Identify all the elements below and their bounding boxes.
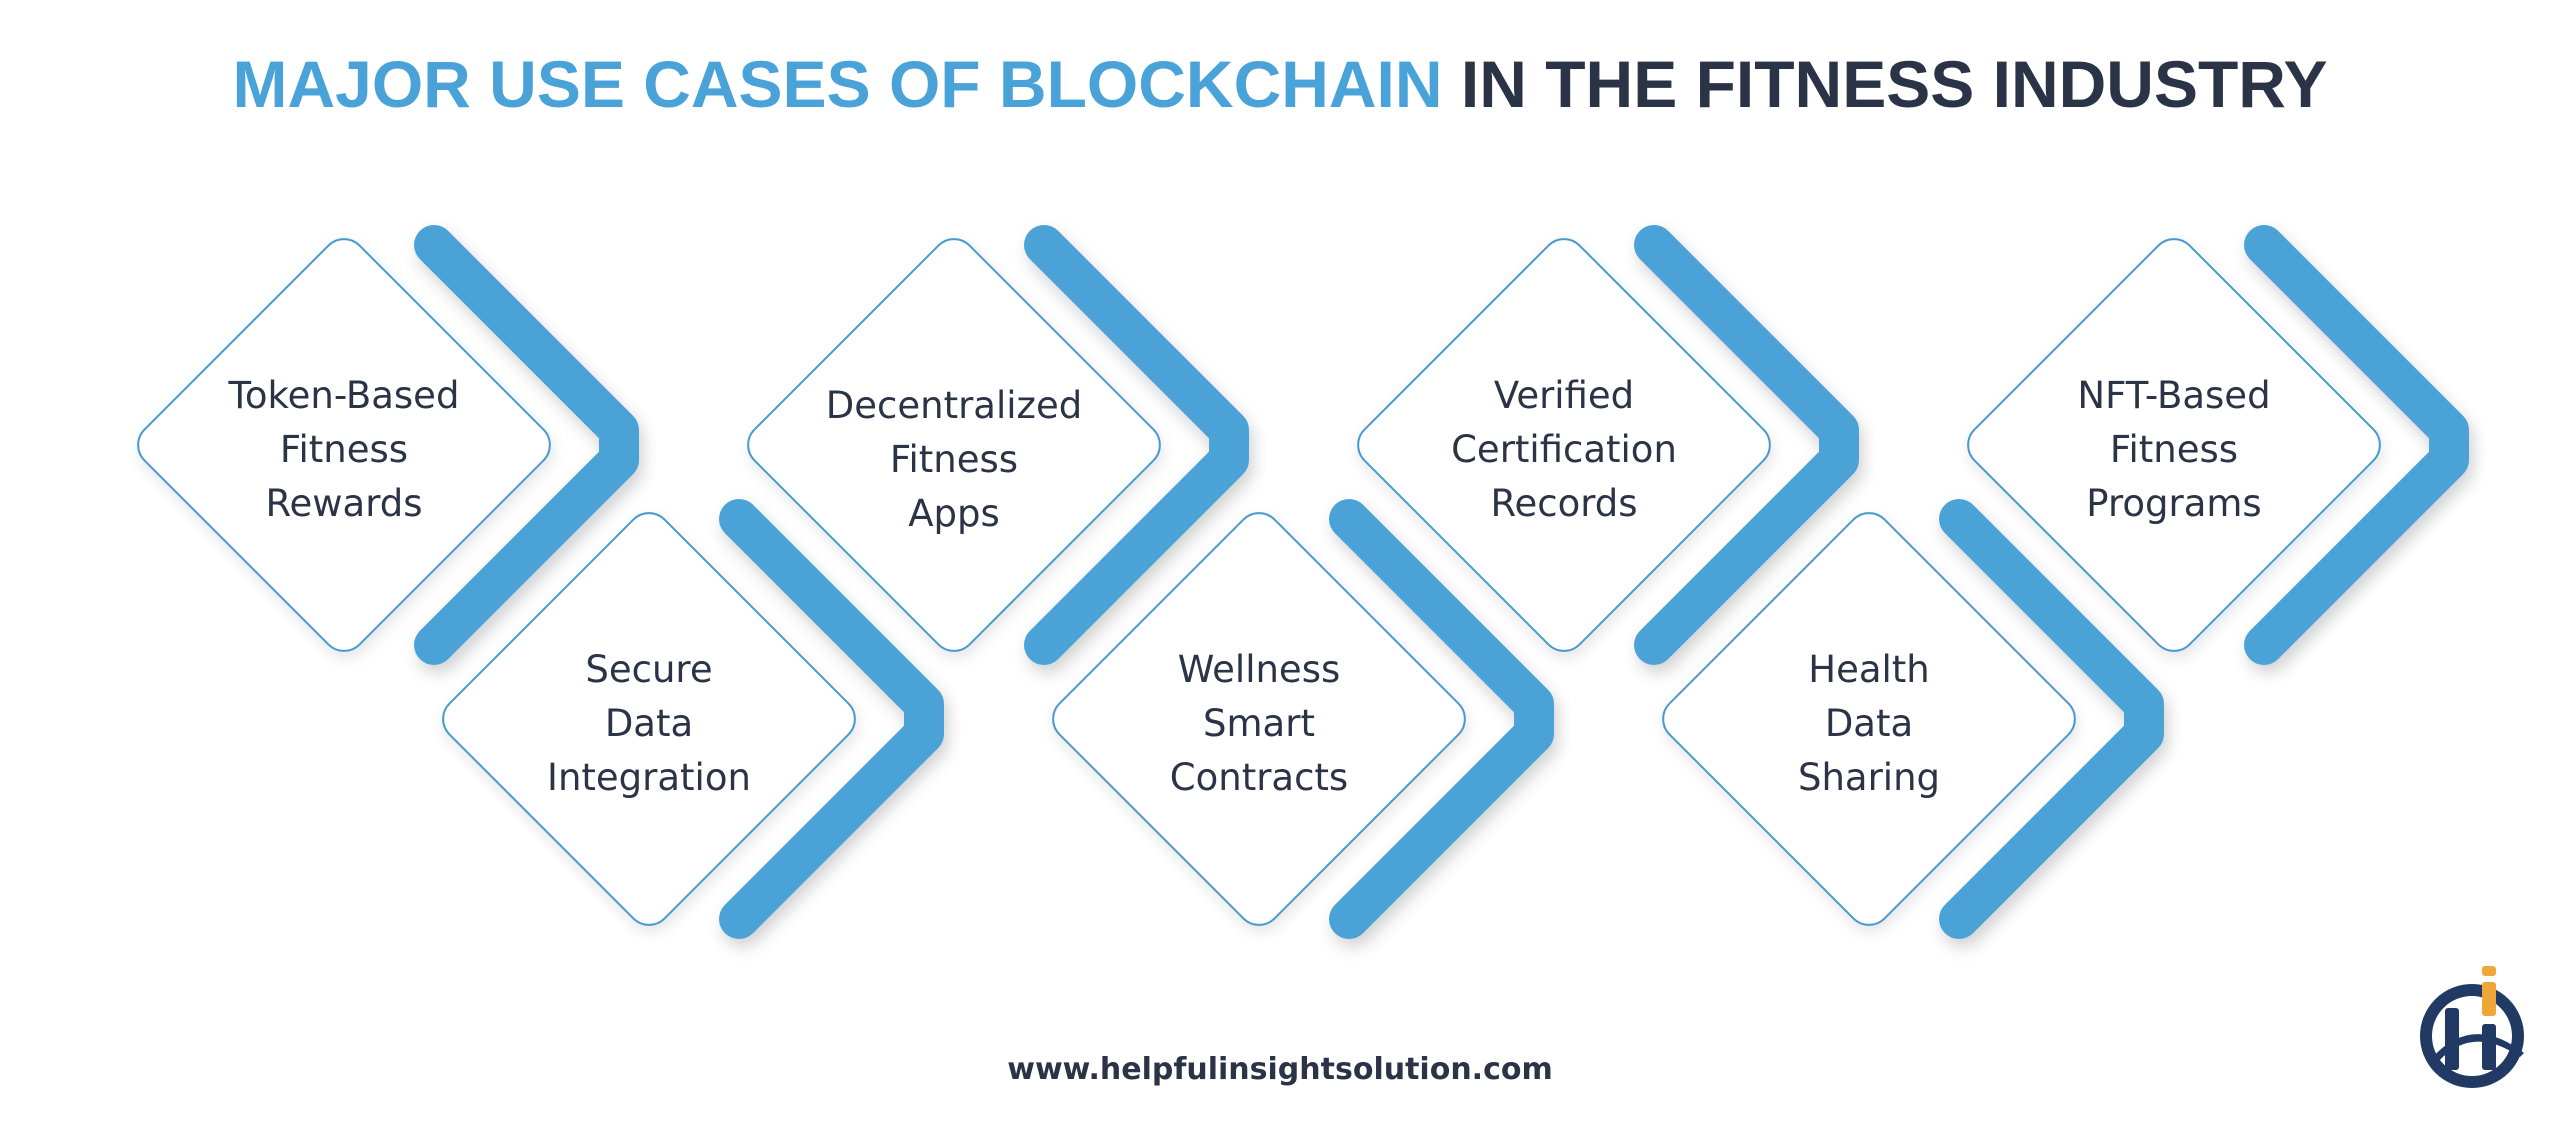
page-title: MAJOR USE CASES OF BLOCKCHAIN IN THE FIT… [0,46,2560,122]
website-link[interactable]: www.helpfulinsightsolution.com [1007,1052,1553,1087]
use-case-label-2: Secure Data Integration [547,648,751,799]
title-dark: IN THE FITNESS INDUSTRY [1460,47,2328,121]
title-accent: MAJOR USE CASES OF BLOCKCHAIN [232,47,1443,121]
use-case-label-5: Verified Certification Records [1451,374,1677,525]
use-case-label-7: NFT-Based Fitness Programs [2077,374,2271,525]
use-case-label-1: Token-Based Fitness Rewards [228,374,460,525]
use-case-label-6: Health Data Sharing [1797,648,1941,799]
use-case-label-3: Decentralized Fitness Apps [825,384,1083,535]
use-case-label-4: Wellness Smart Contracts [1169,648,1349,799]
hi-circle-logo-icon [2420,966,2524,1088]
